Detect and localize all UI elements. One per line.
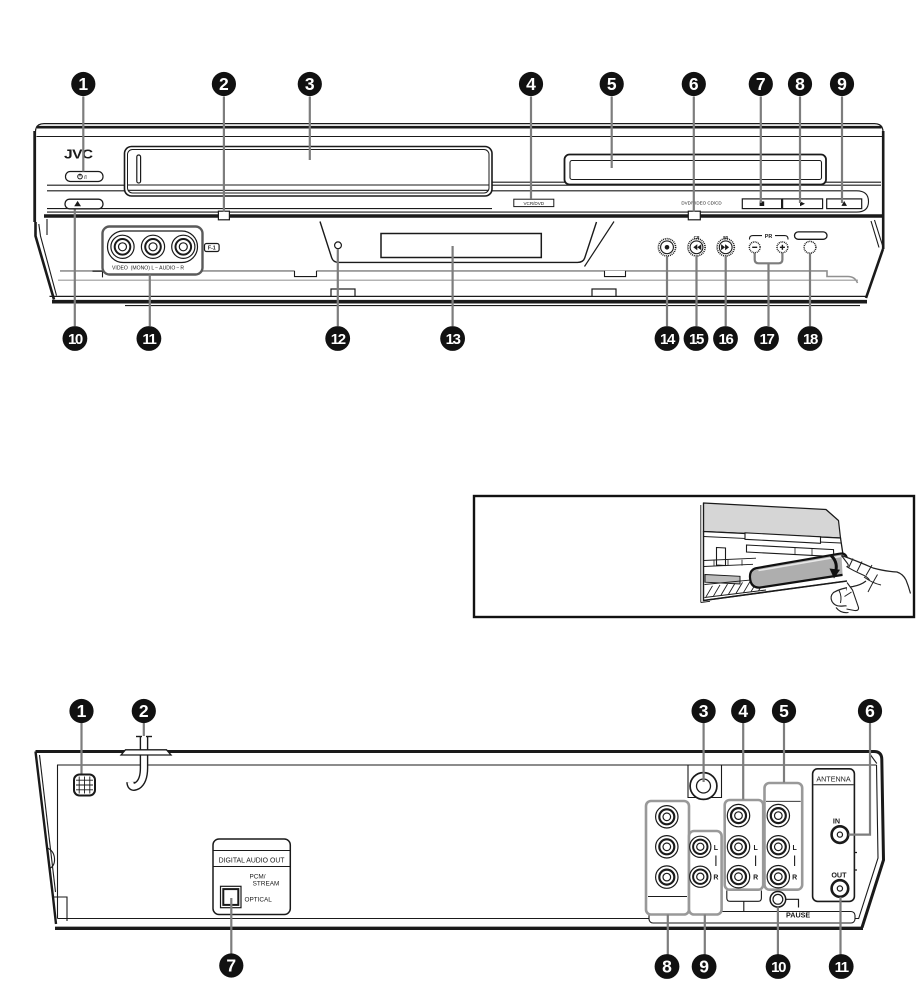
svg-text:DVD/VIDEO CD/CD: DVD/VIDEO CD/CD bbox=[681, 201, 722, 206]
svg-text:17: 17 bbox=[760, 331, 775, 348]
svg-text:VCR/DVD: VCR/DVD bbox=[523, 201, 544, 206]
svg-text:11: 11 bbox=[835, 959, 849, 976]
svg-text:6: 6 bbox=[689, 74, 699, 94]
svg-text:5: 5 bbox=[779, 701, 789, 721]
svg-text:2: 2 bbox=[139, 701, 149, 721]
svg-text:L: L bbox=[753, 845, 758, 852]
svg-text:1: 1 bbox=[78, 74, 88, 94]
svg-text:9: 9 bbox=[699, 957, 709, 977]
svg-text:1: 1 bbox=[77, 701, 87, 721]
svg-text:F-1: F-1 bbox=[208, 246, 216, 252]
svg-text:JVC: JVC bbox=[64, 147, 93, 161]
svg-text:C8: C8 bbox=[694, 235, 700, 240]
svg-text:6: 6 bbox=[865, 701, 875, 721]
svg-text:R: R bbox=[713, 875, 718, 882]
svg-text:10: 10 bbox=[771, 959, 786, 976]
svg-text:11: 11 bbox=[142, 331, 156, 348]
svg-text:OPTICAL: OPTICAL bbox=[245, 897, 273, 904]
svg-text:PCM/: PCM/ bbox=[250, 873, 266, 880]
svg-text:PR: PR bbox=[765, 234, 773, 240]
svg-text:13: 13 bbox=[446, 331, 461, 348]
svg-text:PAUSE: PAUSE bbox=[786, 911, 810, 920]
svg-text:DIGITAL AUDIO OUT: DIGITAL AUDIO OUT bbox=[219, 857, 286, 864]
svg-text:8: 8 bbox=[795, 74, 805, 94]
svg-text:10: 10 bbox=[68, 331, 83, 348]
svg-text:8: 8 bbox=[662, 957, 672, 977]
svg-text:OUT: OUT bbox=[831, 871, 847, 880]
svg-text:5: 5 bbox=[607, 74, 617, 94]
svg-text:R: R bbox=[753, 875, 758, 882]
svg-text:80: 80 bbox=[723, 235, 729, 240]
svg-text:IN: IN bbox=[833, 817, 840, 826]
svg-text:9: 9 bbox=[837, 74, 847, 94]
svg-text:4: 4 bbox=[738, 701, 748, 721]
svg-text:L: L bbox=[792, 845, 797, 852]
svg-text:14: 14 bbox=[660, 331, 676, 348]
svg-text:3: 3 bbox=[699, 701, 709, 721]
svg-text:15: 15 bbox=[689, 331, 704, 348]
svg-text:STREAM: STREAM bbox=[253, 881, 280, 888]
svg-text:12: 12 bbox=[331, 331, 346, 348]
svg-text:4: 4 bbox=[526, 74, 536, 94]
svg-text:VIDEO (MONO) L − AUDIO − R: VIDEO (MONO) L − AUDIO − R bbox=[112, 265, 184, 271]
svg-text:R: R bbox=[792, 875, 797, 882]
svg-text:L: L bbox=[714, 845, 719, 852]
svg-text:/I: /I bbox=[84, 175, 87, 181]
svg-text:3: 3 bbox=[305, 74, 315, 94]
svg-text:16: 16 bbox=[719, 331, 734, 348]
svg-text:2: 2 bbox=[219, 74, 229, 94]
svg-text:ANTENNA: ANTENNA bbox=[816, 775, 851, 784]
svg-text:18: 18 bbox=[803, 331, 818, 348]
svg-text:7: 7 bbox=[226, 956, 236, 976]
svg-text:7: 7 bbox=[756, 74, 766, 94]
